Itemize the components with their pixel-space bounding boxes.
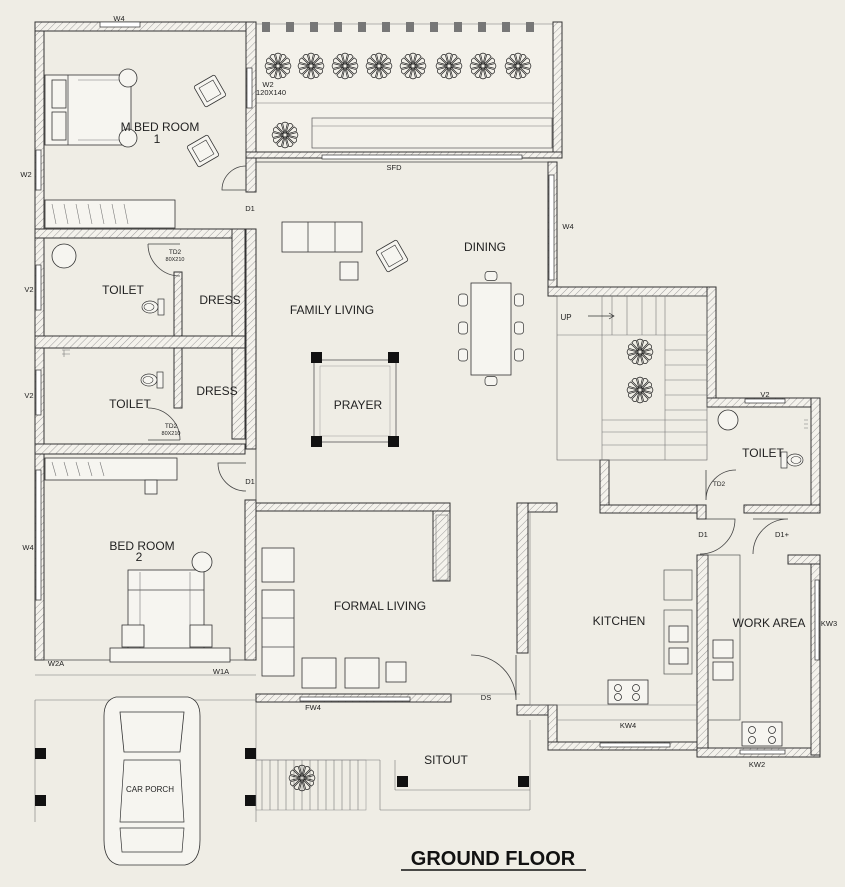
tag-td2-b-size: 80X210 — [162, 431, 181, 437]
work-area-fixtures — [707, 554, 783, 747]
room-label-kitchen: KITCHEN — [593, 614, 646, 628]
tag-w2-left: W2 — [20, 170, 31, 179]
tag-w4-top: W4 — [113, 14, 124, 23]
tag-td2-b: TD2 — [165, 423, 178, 430]
staircase — [556, 295, 708, 461]
tag-w1a: W1A — [213, 667, 229, 676]
windows — [35, 21, 820, 755]
room-label-sitout: SITOUT — [424, 753, 468, 767]
dining-set — [458, 271, 524, 386]
room-label-toilet-3: TOILET — [742, 446, 784, 460]
room-label-formal-living: FORMAL LIVING — [334, 599, 426, 613]
tag-ds: DS — [481, 693, 491, 702]
tag-v2-a: V2 — [24, 285, 33, 294]
tag-kw4: KW4 — [620, 721, 636, 730]
bed-2 — [44, 457, 231, 663]
tag-sfd: SFD — [387, 163, 403, 172]
tag-w4-left: W4 — [22, 543, 33, 552]
tag-d1-b: D1 — [245, 477, 255, 486]
toilet-3-fixtures — [717, 409, 808, 469]
tag-td2-a-size: 80X210 — [166, 257, 185, 263]
tag-v2-c: V2 — [760, 390, 769, 399]
formal-living-furniture — [261, 514, 449, 689]
tag-w2a: W2A — [48, 659, 64, 668]
room-label-bed-room-2-number: 2 — [136, 550, 143, 564]
courtyard-garden — [255, 22, 554, 155]
room-label-toilet-2: TOILET — [109, 397, 151, 411]
master-bed — [44, 68, 176, 229]
room-label-m-bed-room: M BED ROOM — [121, 120, 200, 134]
room-label-dress-1: DRESS — [199, 293, 240, 307]
tag-v2-b: V2 — [24, 391, 33, 400]
drawing-title: GROUND FLOOR — [411, 848, 576, 870]
room-label-dress-2: DRESS — [196, 384, 237, 398]
tag-d1-a: D1 — [245, 204, 255, 213]
room-label-work-area: WORK AREA — [733, 616, 806, 630]
room-label-prayer: PRAYER — [334, 398, 383, 412]
toilet-2-fixtures — [62, 349, 164, 389]
room-label-car-porch: CAR PORCH — [126, 785, 174, 794]
tag-td2-a: TD2 — [169, 249, 182, 256]
stair-up-label: UP — [560, 313, 571, 322]
toilet-1-fixtures — [51, 243, 165, 316]
sitout-area — [255, 759, 529, 811]
room-label-bed-room-2: BED ROOM — [109, 539, 174, 553]
family-living-furniture — [281, 221, 409, 281]
room-label-family-living: FAMILY LIVING — [290, 303, 374, 317]
kitchen-fixtures — [607, 569, 693, 705]
room-label-m-bed-room-number: 1 — [154, 132, 161, 146]
car-porch — [35, 696, 256, 866]
tag-w2-court-size: 120X140 — [256, 88, 286, 97]
room-label-toilet-1: TOILET — [102, 283, 144, 297]
tag-d1-c: D1 — [698, 530, 708, 539]
tag-td2-c: TD2 — [713, 481, 726, 488]
tag-w2-court: W2 — [262, 80, 273, 89]
room-label-dining: DINING — [464, 240, 506, 254]
prayer-space — [311, 352, 399, 447]
tag-d1-plus: D1+ — [775, 530, 790, 539]
tag-kw3: KW3 — [821, 619, 837, 628]
doors — [147, 165, 789, 701]
tag-kw2: KW2 — [749, 760, 765, 769]
interior-lines — [34, 161, 697, 822]
tag-w4-right: W4 — [562, 222, 573, 231]
tag-fw4: FW4 — [305, 703, 321, 712]
